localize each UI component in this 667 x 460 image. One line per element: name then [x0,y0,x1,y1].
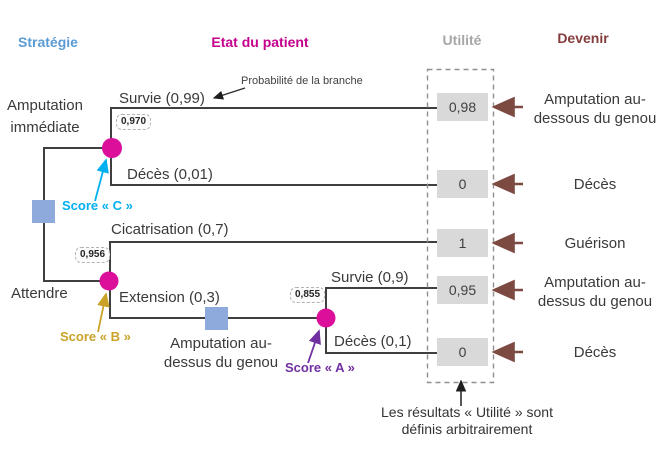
branch-probability-arrow-icon [212,87,246,100]
utility-note: Les résultats « Utilité » sont définis a… [381,404,553,437]
decision-node-icon-extension [205,307,228,330]
strategy-label-wait: Attendre [11,285,68,302]
column-header-outcome: Devenir [557,30,609,46]
outcome-label-death-1: Décès [573,176,617,193]
branch-label-extension-03: Extension (0,3) [119,289,220,306]
utility-value-box-3: 1 [437,229,488,257]
column-header-patient-state: Etat du patient [211,34,309,50]
score-a-arrow-icon [307,329,321,364]
outcome-label-healing: Guérison [564,235,626,252]
column-header-strategy: Stratégie [18,34,78,50]
score-c-label: Score « C » [62,198,133,213]
column-header-utility: Utilité [442,32,482,48]
branch-label-healing-07: Cicatrisation (0,7) [111,221,229,238]
decision-node-icon-root [32,200,55,223]
utility-value-box-4: 0,95 [437,276,488,304]
score-b-arrow-icon [97,292,110,333]
node-value-badge-a: 0,855 [290,287,326,303]
outcome-label-above-knee-amputation: Amputation au- dessus du genou [537,274,653,310]
chance-node-icon-c [102,138,122,158]
score-b-label: Score « B » [60,329,131,344]
utility-value-box-5: 0 [437,338,488,366]
outcome-label-below-knee-amputation: Amputation au- dessous du genou [533,91,657,127]
utility-value-box-2: 0 [437,170,488,198]
branch-label-death-01: Décès (0,1) [334,333,412,350]
score-a-label: Score « A » [285,360,355,375]
branch-probability-annotation: Probabilité de la branche [241,75,363,87]
node-value-badge-b: 0,956 [75,247,111,263]
branch-label-survival-09: Survie (0,9) [331,269,409,286]
outcome-label-death-2: Décès [573,344,617,361]
score-c-arrow-icon [94,158,109,202]
branch-label-survival-099: Survie (0,99) [119,90,205,107]
utility-value-box-1: 0,98 [437,93,488,121]
branch-label-death-001: Décès (0,01) [127,166,213,183]
strategy-label-immediate-amputation: Amputation immédiate [7,97,83,136]
chance-node-icon-a [316,308,336,328]
chance-node-icon-b [99,271,119,291]
branch-label-above-knee-amputation: Amputation au- dessus du genou [163,335,279,371]
node-value-badge-c: 0,970 [116,114,152,130]
